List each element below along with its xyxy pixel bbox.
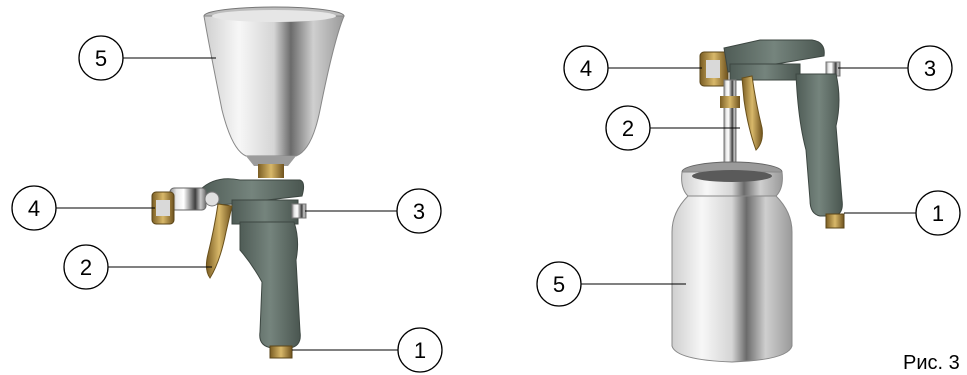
left-callout-1-label: 1 bbox=[414, 338, 426, 363]
right-callout-2: 2 bbox=[605, 105, 740, 151]
right-paint-cup bbox=[671, 161, 793, 363]
left-callout-3-label: 3 bbox=[413, 199, 425, 224]
left-spray-gun bbox=[151, 6, 345, 359]
left-trigger bbox=[205, 203, 233, 279]
left-paint-cup bbox=[203, 6, 345, 178]
left-callout-2-label: 2 bbox=[80, 255, 92, 280]
left-callout-4-label: 4 bbox=[28, 196, 40, 221]
right-callout-3-label: 3 bbox=[924, 56, 936, 81]
left-callouts: 5 4 3 2 1 bbox=[11, 35, 443, 373]
right-handle bbox=[795, 73, 843, 217]
right-gun-head bbox=[699, 39, 841, 87]
left-callout-4: 4 bbox=[11, 185, 155, 231]
right-callout-3: 3 bbox=[838, 45, 953, 91]
right-callout-5-label: 5 bbox=[553, 272, 565, 297]
left-callout-2: 2 bbox=[63, 244, 212, 290]
right-callout-1: 1 bbox=[844, 190, 961, 236]
left-callout-1: 1 bbox=[292, 327, 443, 373]
left-handle bbox=[239, 221, 301, 349]
left-callout-5: 5 bbox=[78, 35, 216, 81]
right-spray-gun bbox=[671, 39, 845, 363]
right-callout-2-label: 2 bbox=[622, 116, 634, 141]
right-callouts: 4 3 2 1 5 bbox=[536, 45, 961, 307]
right-callout-1-label: 1 bbox=[932, 201, 944, 226]
right-trigger bbox=[741, 75, 763, 151]
right-callout-5: 5 bbox=[536, 261, 686, 307]
figure-caption: Рис. 3 bbox=[903, 352, 960, 374]
left-callout-5-label: 5 bbox=[95, 46, 107, 71]
right-callout-4: 4 bbox=[563, 45, 702, 91]
left-callout-3: 3 bbox=[305, 188, 442, 234]
right-callout-4-label: 4 bbox=[580, 56, 592, 81]
